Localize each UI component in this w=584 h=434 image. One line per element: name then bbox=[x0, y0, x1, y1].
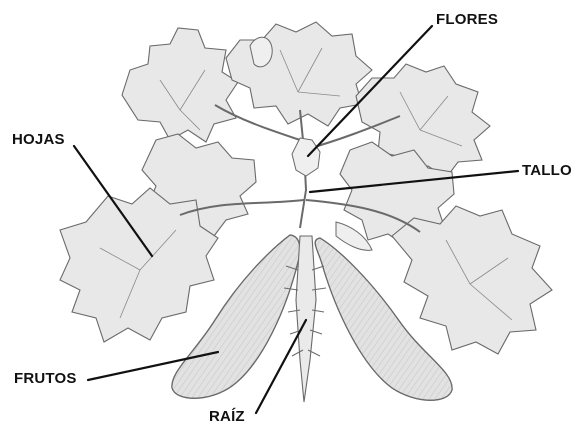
leaf-top-left bbox=[122, 28, 238, 142]
label-tallo: TALLO bbox=[522, 162, 572, 179]
label-frutos: FRUTOS bbox=[14, 370, 77, 387]
label-raiz: RAÍZ bbox=[209, 408, 245, 425]
label-hojas: HOJAS bbox=[12, 131, 65, 148]
label-flores: FLORES bbox=[436, 11, 498, 28]
